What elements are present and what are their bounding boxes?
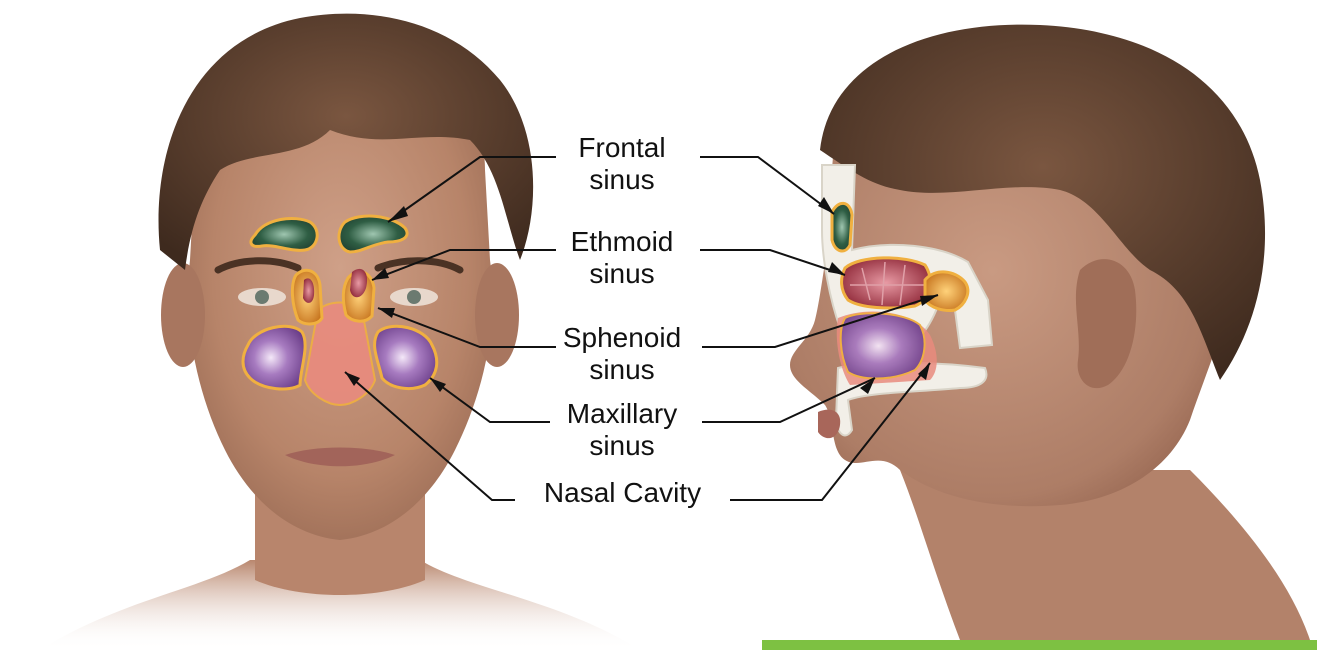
label-sphenoid-line2: sinus xyxy=(547,354,697,386)
label-sphenoid-sinus: Sphenoid sinus xyxy=(547,322,697,386)
label-frontal-line2: sinus xyxy=(547,164,697,196)
accent-bar xyxy=(762,640,1317,650)
front-left-ear xyxy=(161,263,205,367)
front-right-ear xyxy=(475,263,519,367)
side-head xyxy=(790,25,1310,640)
label-nasal-cavity: Nasal Cavity xyxy=(515,477,730,509)
leader-frontal-side xyxy=(700,157,834,214)
side-frontal-sinus xyxy=(832,203,852,251)
label-ethmoid-line1: Ethmoid xyxy=(547,226,697,258)
label-ethmoid-line2: sinus xyxy=(547,258,697,290)
label-maxillary-line2: sinus xyxy=(547,430,697,462)
label-ethmoid-sinus: Ethmoid sinus xyxy=(547,226,697,290)
label-frontal-line1: Frontal xyxy=(547,132,697,164)
side-sphenoid-sinus xyxy=(925,272,968,311)
side-ethmoid-sinus xyxy=(842,258,931,308)
label-maxillary-line1: Maxillary xyxy=(547,398,697,430)
label-frontal-sinus: Frontal sinus xyxy=(547,132,697,196)
label-nasal-line1: Nasal Cavity xyxy=(515,477,730,509)
label-maxillary-sinus: Maxillary sinus xyxy=(547,398,697,462)
label-sphenoid-line1: Sphenoid xyxy=(547,322,697,354)
